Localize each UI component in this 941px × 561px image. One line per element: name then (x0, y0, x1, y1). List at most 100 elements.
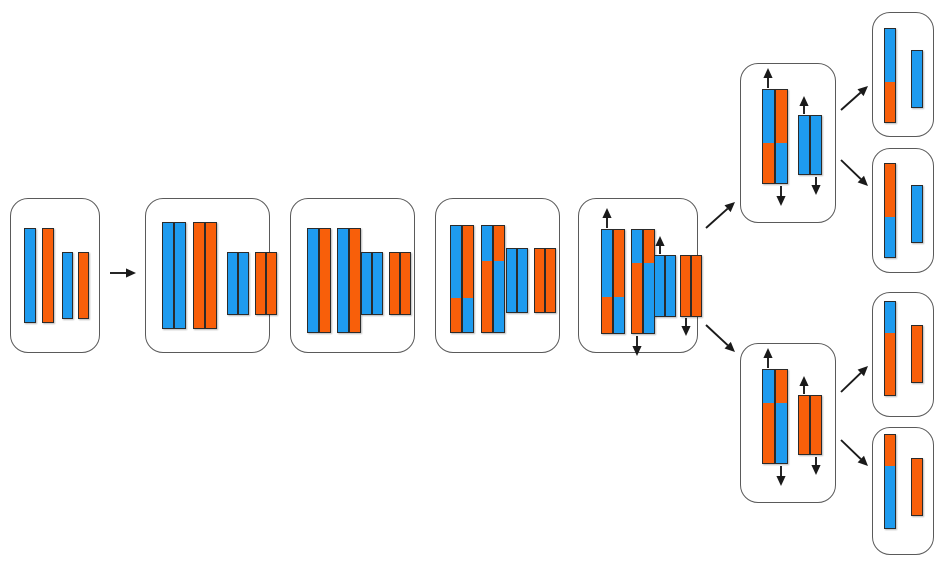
chromatid-segment-0 (482, 226, 492, 261)
chromatid-recombinant-chromatid-1 (450, 225, 462, 333)
chromatid-segment-1 (885, 217, 895, 257)
chromatid-segment-0 (763, 370, 774, 403)
chromatid-bivalent1-chromatid-4 (349, 228, 361, 333)
chromatid-segment-0 (692, 256, 701, 316)
chromatid-gamete2-short-chromosome (911, 185, 923, 243)
chromatid-segment-0 (267, 253, 276, 314)
chromatid-meiosis1-long-right-chromatid-a (631, 229, 643, 334)
chromatid-long-blue-homolog (24, 228, 36, 323)
chromatid-segment-0 (776, 90, 787, 143)
chromatid-gamete2-long-chromosome (884, 163, 896, 258)
chromatid-long-orange-chromatid-a (193, 222, 205, 329)
chromatid-short-blue-homolog (62, 252, 73, 319)
cell-gamete-cell-2 (872, 148, 934, 273)
chromatid-cell6b-short-chromatid-b (810, 395, 822, 455)
chromatid-segment-0 (885, 302, 895, 333)
chromatid-short-blue-chromatid-a (227, 252, 238, 315)
chromatid-segment-1 (776, 143, 787, 183)
chromatid-segment-0 (666, 256, 675, 316)
chromatid-long-blue-chromatid-a (162, 222, 174, 329)
chromatid-short-orange-chromatid-b (266, 252, 277, 315)
chromatid-segment-0 (320, 229, 330, 332)
chromatid-segment-0 (885, 164, 895, 217)
chromatid-cell6b-short-chromatid-a (798, 395, 810, 455)
cell-gamete-cell-1 (872, 12, 934, 137)
chromatid-short-orange-chromatid-a (255, 252, 266, 315)
chromatid-segment-1 (763, 143, 774, 183)
chromatid-short-chromatid-2 (517, 248, 528, 313)
chromatid-recombinant-chromatid-4 (493, 225, 505, 333)
chromatid-segment-0 (535, 249, 544, 312)
chromatid-gamete1-long-chromosome (884, 28, 896, 123)
chromatid-bivalent1-chromatid-1 (307, 228, 319, 333)
chromatid-segment-0 (362, 253, 371, 314)
chromatid-segment-0 (776, 370, 787, 403)
chromatid-segment-0 (390, 253, 399, 314)
chromatid-cell6a-long-chromatid-a (762, 89, 775, 184)
chromatid-segment-0 (912, 51, 922, 107)
chromatid-recombinant-chromatid-3 (481, 225, 493, 333)
chromatid-segment-1 (614, 296, 624, 333)
chromatid-segment-0 (655, 256, 664, 316)
chromatid-segment-1 (451, 298, 461, 332)
chromatid-meiosis1-long-left-chromatid-a (601, 229, 613, 334)
chromatid-long-blue-chromatid-b (174, 222, 186, 329)
chromatid-meiosis1-short-blue-chromatid-b (665, 255, 676, 317)
chromatid-cell6a-long-chromatid-b (775, 89, 788, 184)
chromatid-segment-0 (373, 253, 382, 314)
chromatid-segment-0 (206, 223, 216, 328)
chromatid-segment-0 (644, 230, 654, 263)
chromatid-gamete3-long-chromosome (884, 301, 896, 396)
chromatid-segment-0 (681, 256, 690, 316)
chromatid-segment-0 (912, 186, 922, 242)
chromatid-gamete3-short-chromosome (911, 325, 923, 383)
chromatid-segment-0 (194, 223, 204, 328)
chromatid-segment-0 (811, 116, 821, 174)
chromatid-recombinant-chromatid-2 (462, 225, 474, 333)
chromatid-segment-1 (885, 82, 895, 122)
chromatid-segment-0 (614, 230, 624, 297)
chromatid-segment-0 (63, 253, 72, 318)
chromatid-segment-0 (401, 253, 410, 314)
chromatid-segment-0 (308, 229, 318, 332)
chromatid-short-chromatid-3 (534, 248, 545, 313)
chromatid-segment-0 (546, 249, 555, 312)
chromatid-bivalent2-chromatid-3 (389, 252, 400, 315)
chromatid-segment-0 (799, 116, 809, 174)
chromatid-segment-0 (763, 90, 774, 143)
chromatid-cell6b-long-chromatid-b (775, 369, 788, 464)
chromatid-bivalent1-chromatid-3 (337, 228, 349, 333)
chromatid-segment-0 (602, 230, 612, 297)
chromatid-long-orange-homolog (42, 228, 54, 323)
chromatid-segment-1 (494, 260, 504, 332)
chromatid-segment-0 (885, 29, 895, 82)
chromatid-segment-0 (79, 253, 88, 318)
chromatid-segment-1 (776, 402, 787, 463)
chromatid-segment-0 (451, 226, 461, 299)
chromatid-short-chromatid-1 (506, 248, 517, 313)
chromatid-bivalent2-chromatid-1 (361, 252, 372, 315)
arrow-stage1-to-stage2 (110, 268, 136, 278)
chromatid-segment-0 (885, 435, 895, 466)
chromatid-segment-0 (256, 253, 265, 314)
chromatid-segment-1 (602, 296, 612, 333)
chromatid-segment-1 (644, 262, 654, 333)
chromatid-gamete4-long-chromosome (884, 434, 896, 529)
chromatid-segment-0 (163, 223, 173, 328)
chromatid-meiosis1-long-left-chromatid-b (613, 229, 625, 334)
chromatid-segment-0 (350, 229, 360, 332)
chromatid-meiosis1-short-blue-chromatid-a (654, 255, 665, 317)
chromatid-cell6a-short-chromatid-a (798, 115, 810, 175)
chromatid-segment-0 (463, 226, 473, 299)
chromatid-segment-0 (632, 230, 642, 263)
chromatid-segment-0 (175, 223, 185, 328)
chromatid-segment-0 (43, 229, 53, 322)
cell-gamete-cell-3 (872, 292, 934, 417)
chromatid-short-blue-chromatid-b (238, 252, 249, 315)
chromatid-cell6b-long-chromatid-a (762, 369, 775, 464)
cell-gamete-cell-4 (872, 427, 934, 555)
chromatid-gamete4-short-chromosome (911, 458, 923, 516)
chromatid-short-orange-homolog (78, 252, 89, 319)
chromatid-gamete1-short-chromosome (911, 50, 923, 108)
